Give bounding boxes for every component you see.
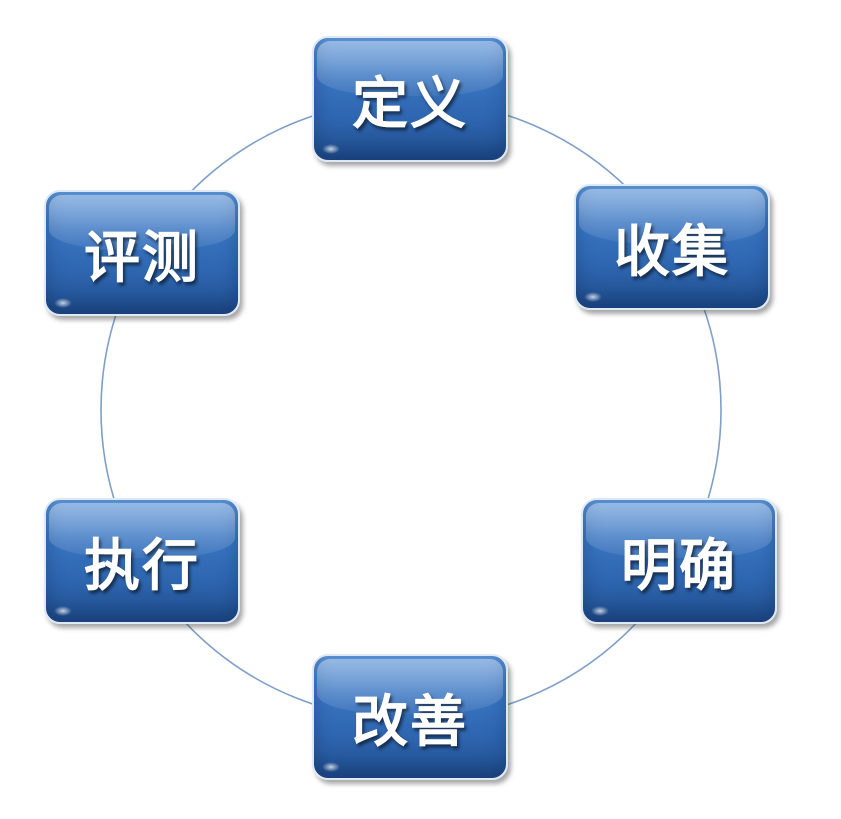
step-collect-label: 收集 [614, 219, 730, 285]
step-clarify-label: 明确 [621, 533, 737, 599]
step-collect: 收集 [574, 184, 770, 310]
step-clarify: 明确 [581, 498, 777, 624]
step-define-label: 定义 [352, 71, 468, 137]
step-improve-label: 改善 [352, 689, 468, 755]
step-execute: 执行 [44, 498, 240, 624]
step-execute-label: 执行 [84, 533, 200, 599]
step-evaluate: 评测 [44, 190, 240, 316]
step-define: 定义 [312, 36, 508, 162]
step-improve: 改善 [312, 654, 508, 780]
step-evaluate-label: 评测 [84, 225, 200, 291]
